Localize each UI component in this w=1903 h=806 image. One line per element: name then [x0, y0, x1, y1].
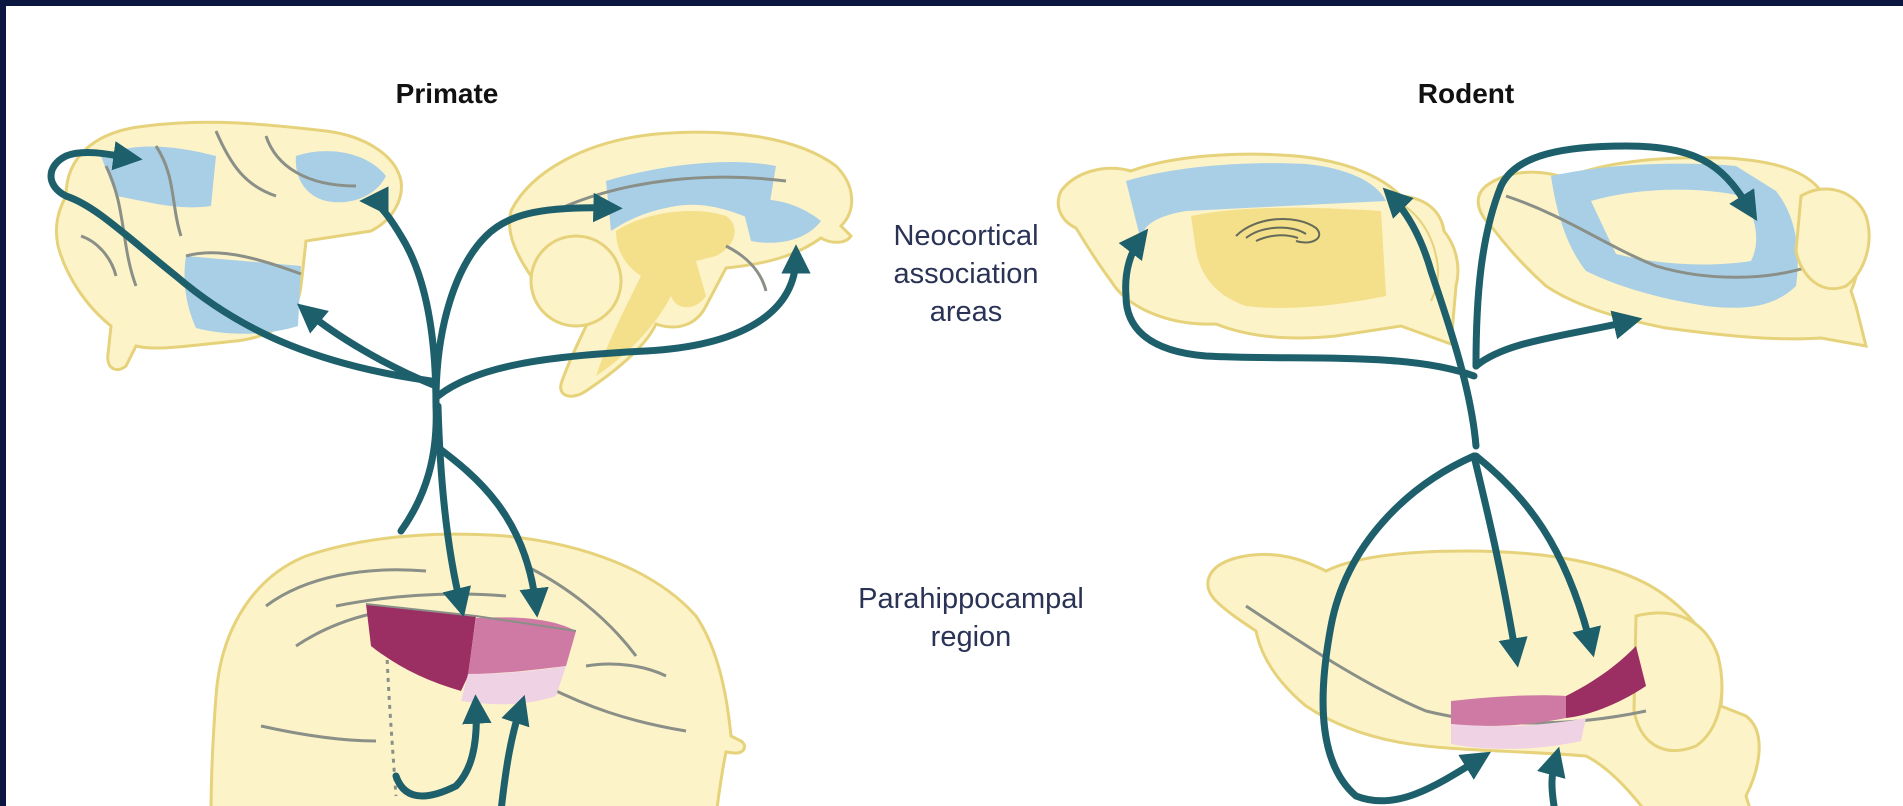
rodent-heading: Rodent: [1417, 78, 1515, 109]
perirhinal-area: [366, 604, 476, 691]
connectivity-diagram: [47, 120, 1871, 806]
figure-canvas: Primate Rodent Neocortical association a…: [6, 6, 1903, 806]
neocortical-association-label: Neocortical association areas: [893, 217, 1038, 331]
rodent-pathway-arrows: [1118, 142, 1758, 806]
primate-medial-sulci: [565, 175, 787, 292]
parahippocampal-region-label: Parahippocampal region: [858, 580, 1084, 656]
primate-heading: Primate: [395, 78, 499, 109]
parahippocampal-mid-area: [468, 617, 576, 674]
primate-pathway-arrows: [47, 141, 811, 806]
rodent-hippocampal-curls: [1235, 218, 1321, 244]
parahippocampal-label-line-1: Parahippocampal: [858, 583, 1084, 615]
primate-lateral-sulci: [80, 130, 357, 287]
rodent-medial-brain: [1056, 152, 1460, 347]
neocortical-label-line-1: Neocortical: [893, 220, 1039, 252]
neocortical-label-line-3: areas: [929, 296, 1003, 328]
rodent-ventral-cerebellum: [1632, 611, 1724, 752]
rodent-ventral-brain: [1206, 549, 1761, 806]
rodent-lateral-brain: [1476, 156, 1871, 348]
rodent-lateral-cerebellum: [1794, 187, 1871, 290]
rodent-postrhinal-light: [1451, 718, 1586, 749]
rodent-lec-area: [1566, 646, 1646, 718]
primate-lateral-brain: [54, 120, 403, 371]
rodent-perirhinal-mid: [1451, 695, 1566, 726]
primate-ventral-brain: [209, 532, 746, 806]
neocortical-label-line-2: association: [893, 258, 1039, 290]
parahippocampal-label-line-2: region: [930, 621, 1012, 653]
